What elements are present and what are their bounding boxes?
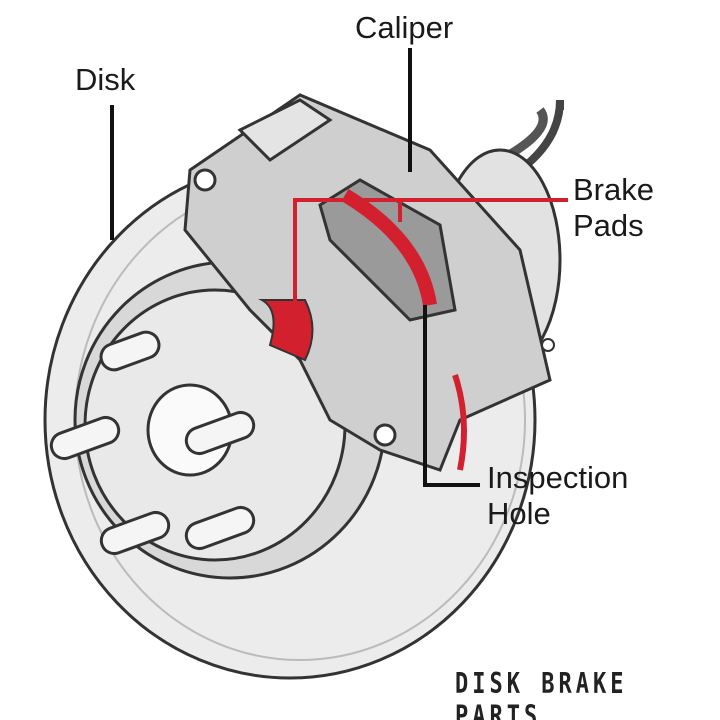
label-brake-pads-line2: Pads bbox=[573, 208, 644, 243]
label-brake-pads: Brake Pads bbox=[573, 172, 654, 244]
label-inspection-hole-line1: Inspection bbox=[487, 460, 629, 495]
caliper-bolt-top bbox=[193, 168, 217, 192]
label-inspection-hole-line2: Hole bbox=[487, 496, 551, 531]
inspection-hole-leader-line bbox=[423, 305, 480, 487]
label-inspection-hole: Inspection Hole bbox=[487, 460, 628, 532]
bleeder-valve bbox=[541, 338, 555, 352]
label-brake-pads-line1: Brake bbox=[573, 172, 654, 207]
wheel-studs bbox=[49, 330, 256, 556]
caliper-bolt-bottom bbox=[373, 423, 397, 447]
brake-piston-pad bbox=[258, 299, 314, 362]
label-disk: Disk bbox=[75, 62, 136, 97]
caliper-body bbox=[183, 93, 552, 472]
brake-pad-lower bbox=[452, 374, 467, 471]
brake-pads-leader-line bbox=[293, 198, 568, 312]
watermark: DISK BRAKE PARTS bbox=[455, 668, 628, 720]
caliper-bracket bbox=[237, 98, 333, 162]
label-caliper: Caliper bbox=[355, 10, 454, 45]
brake-pad-inner bbox=[341, 188, 437, 307]
